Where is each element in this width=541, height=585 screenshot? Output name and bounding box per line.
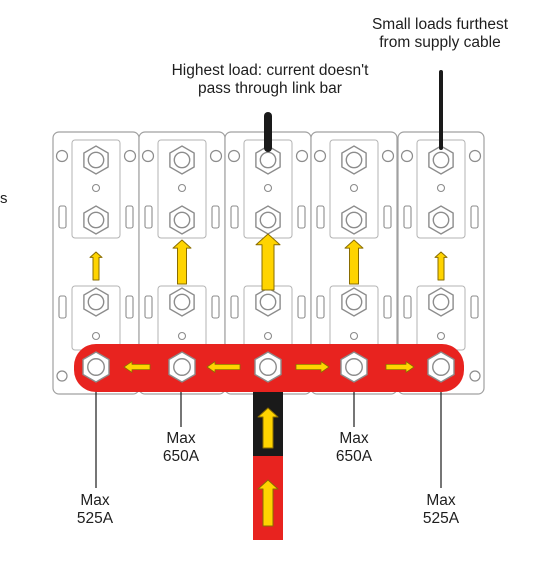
side-slot [383, 295, 392, 319]
mid-stud-bore [432, 211, 450, 229]
small-hole [349, 331, 359, 341]
side-slot [230, 295, 239, 319]
side-slot [297, 205, 306, 229]
side-slot [316, 295, 325, 319]
upper-stud-bore [432, 151, 450, 169]
rating-label-3: Max 650A [309, 430, 399, 466]
mount-hole [295, 149, 309, 163]
mount-hole [468, 149, 482, 163]
side-slot [144, 205, 153, 229]
small-loads-line-2: from supply cable [379, 34, 501, 51]
small-hole [436, 331, 446, 341]
small-hole [177, 331, 187, 341]
upper-stud-bore [259, 151, 277, 169]
load-arrow-1 [89, 251, 103, 281]
small-hole [91, 331, 101, 341]
link-bar-stud-4-bore [345, 358, 363, 376]
side-slot [211, 295, 220, 319]
side-slot [230, 205, 239, 229]
highest-load-line-2: pass through link bar [198, 80, 342, 97]
mount-hole [141, 149, 155, 163]
link-bar-stud-1-bore [87, 358, 105, 376]
lower-stud-bore [259, 293, 277, 311]
rating-4-amp: 525A [422, 510, 460, 527]
side-slot [144, 295, 153, 319]
mount-hole [400, 149, 414, 163]
side-slot [211, 205, 220, 229]
rating-label-4: Max 525A [396, 492, 486, 528]
lower-stud-bore [87, 293, 105, 311]
upper-stud-bore [173, 151, 191, 169]
side-slot [125, 295, 134, 319]
side-slot [297, 295, 306, 319]
link-bar-stud-3-bore [259, 358, 277, 376]
lower-stud-bore [432, 293, 450, 311]
side-slot [316, 205, 325, 229]
load-arrow-3 [255, 233, 281, 291]
current-arrows [89, 233, 448, 527]
upper-stud-bore [345, 151, 363, 169]
side-slot [125, 205, 134, 229]
side-slot [58, 295, 67, 319]
rating-3-max: Max [339, 430, 369, 447]
small-loads-annotation: Small loads furthest from supply cable [330, 16, 541, 52]
load-arrow-4 [344, 239, 364, 285]
rating-1-max: Max [80, 492, 110, 509]
mount-hole [381, 149, 395, 163]
rating-3-amp: 650A [335, 448, 373, 465]
supply-arrow-lower [257, 479, 279, 527]
small-hole [263, 183, 273, 193]
small-hole [177, 183, 187, 193]
small-hole [91, 183, 101, 193]
mid-stud-bore [173, 211, 191, 229]
bar-arrow-right-inner [295, 361, 330, 373]
side-slot [383, 205, 392, 229]
load-arrow-2 [172, 239, 192, 285]
side-slot [403, 295, 412, 319]
mount-hole [56, 370, 68, 382]
highest-load-line-1: Highest load: current doesn't [171, 62, 369, 79]
mount-hole [313, 149, 327, 163]
supply-arrow-upper [257, 407, 279, 449]
link-bar-studs [82, 351, 455, 383]
link-bar-stud-5-bore [432, 358, 450, 376]
lower-stud-bore [345, 293, 363, 311]
cropped-text-fragment: s [0, 190, 8, 207]
lower-stud-bore [173, 293, 191, 311]
bar-arrow-right-outer [385, 361, 415, 373]
rating-2-max: Max [166, 430, 196, 447]
side-slot [403, 205, 412, 229]
bar-arrow-left-outer [123, 361, 151, 373]
highest-load-annotation: Highest load: current doesn't pass throu… [100, 62, 440, 98]
mid-stud-bore [87, 211, 105, 229]
mount-hole [469, 370, 481, 382]
small-hole [349, 183, 359, 193]
side-slot [58, 205, 67, 229]
mid-stud-bore [259, 211, 277, 229]
small-hole [263, 331, 273, 341]
mid-stud-bore [345, 211, 363, 229]
small-loads-line-1: Small loads furthest [371, 16, 509, 33]
rating-4-max: Max [426, 492, 456, 509]
rating-label-1: Max 525A [50, 492, 140, 528]
upper-stud-bore [87, 151, 105, 169]
mount-hole [209, 149, 223, 163]
side-slot [470, 205, 479, 229]
mount-hole [55, 149, 69, 163]
bar-arrow-left-inner [206, 361, 241, 373]
fuse-holder-5 [397, 131, 485, 395]
rating-2-amp: 650A [162, 448, 200, 465]
side-slot [470, 295, 479, 319]
small-hole [436, 183, 446, 193]
rating-1-amp: 525A [76, 510, 114, 527]
mount-hole [227, 149, 241, 163]
rating-label-2: Max 650A [136, 430, 226, 466]
mount-hole [123, 149, 137, 163]
link-bar-stud-2-bore [173, 358, 191, 376]
load-arrow-5 [434, 251, 448, 281]
